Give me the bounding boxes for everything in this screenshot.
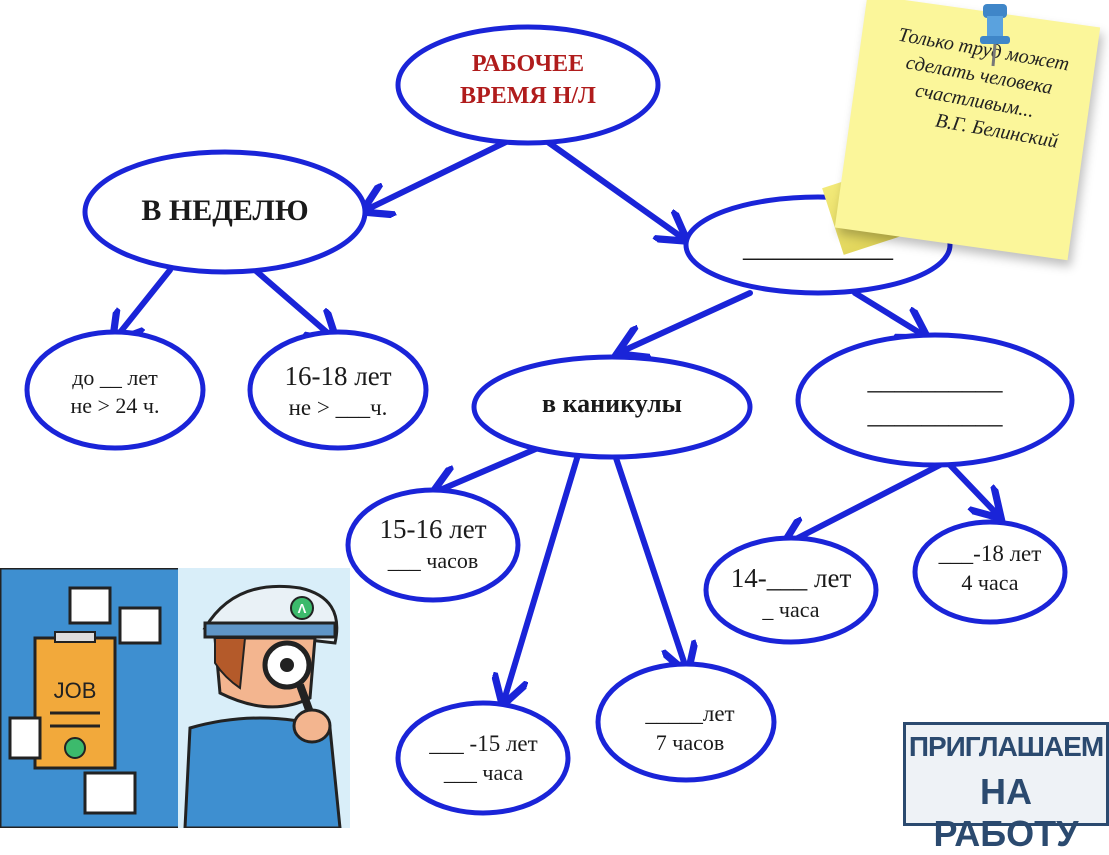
arrow-school-18	[947, 462, 995, 512]
coat	[183, 716, 342, 828]
paper-note-2	[118, 606, 162, 645]
node-root	[395, 24, 661, 146]
h15-text: ___ -15 лет ___ часа	[406, 730, 561, 786]
pushpin-icon	[980, 4, 1010, 67]
node-s18	[912, 519, 1068, 625]
age-1618-line2: не > ___ч.	[288, 394, 388, 420]
root-line1: РАБОЧЕЕ	[471, 51, 585, 77]
job-label: JOB	[54, 678, 97, 703]
arrow-holidays-15	[505, 452, 581, 697]
detective-illustration: JOB Λ	[0, 568, 350, 828]
h7-line1: _____лет	[645, 701, 735, 726]
age-1618-text: 16-18 лет не > ___ч.	[258, 360, 418, 423]
arrow-holidays-1516	[440, 442, 548, 490]
school-blank-line1: __________	[867, 365, 1003, 395]
arrow-week-1618	[252, 267, 330, 335]
age-under-text: до __ лет не > 24 ч.	[40, 364, 190, 419]
s18-line2: 4 часа	[961, 569, 1019, 595]
arrow-period-school	[852, 290, 920, 333]
h7-line2: 7 часов	[655, 729, 725, 755]
h1516-line1: 15-16 лет	[379, 514, 487, 544]
node-h1516	[345, 487, 521, 603]
s14-line1: 14-___ лет	[730, 563, 852, 593]
node-h7	[595, 661, 777, 783]
node-age-under	[24, 329, 206, 451]
age-under-line2: не > 24 ч.	[70, 392, 160, 418]
root-node: РАБОЧЕЕ ВРЕМЯ Н/Л	[418, 48, 638, 113]
h1516-text: 15-16 лет ___ часов	[358, 513, 508, 574]
week-label: В НЕДЕЛЮ	[141, 194, 309, 227]
diagram-connectors	[24, 24, 1075, 816]
h15-line1: ___ -15 лет	[429, 731, 538, 756]
school-blank: __________ __________	[830, 364, 1040, 432]
h1516-line2: ___ часов	[387, 547, 479, 573]
badge-letter: Λ	[298, 601, 307, 616]
node-school	[795, 332, 1075, 468]
arrow-root-week	[370, 137, 513, 208]
arrow-period-holidays	[625, 290, 753, 350]
node-week	[82, 149, 368, 275]
root-line2: ВРЕМЯ Н/Л	[460, 83, 596, 110]
hiring-stamp: ПРИГЛАШАЕМ НА РАБОТУ	[903, 722, 1109, 854]
stamp-line1: ПРИГЛАШАЕМ	[908, 731, 1104, 762]
stamp-line2: НА РАБОТУ	[933, 771, 1079, 854]
s18-line1: ___-18 лет	[938, 541, 1042, 566]
node-age-1618	[247, 329, 429, 451]
h15-line2: ___ часа	[443, 759, 524, 785]
paper-note-1	[68, 586, 112, 625]
age-under-line1: до __ лет	[72, 365, 158, 390]
h7-text: _____лет 7 часов	[610, 700, 770, 756]
s14-text: 14-___ лет _ часа	[712, 562, 870, 623]
arrow-root-period	[542, 137, 680, 236]
holidays-label: в каникулы	[542, 389, 682, 418]
school-blank-line2: __________	[867, 398, 1003, 429]
age-1618-line1: 16-18 лет	[284, 361, 392, 391]
node-s14	[703, 535, 879, 645]
node-h15	[395, 700, 571, 816]
arrow-school-14	[790, 462, 943, 542]
node-holidays	[471, 354, 753, 460]
arrow-holidays-7h	[612, 452, 685, 665]
s14-line2: _ часа	[762, 596, 820, 622]
s18-text: ___-18 лет 4 часа	[920, 540, 1060, 596]
arrow-week-under	[118, 267, 173, 335]
